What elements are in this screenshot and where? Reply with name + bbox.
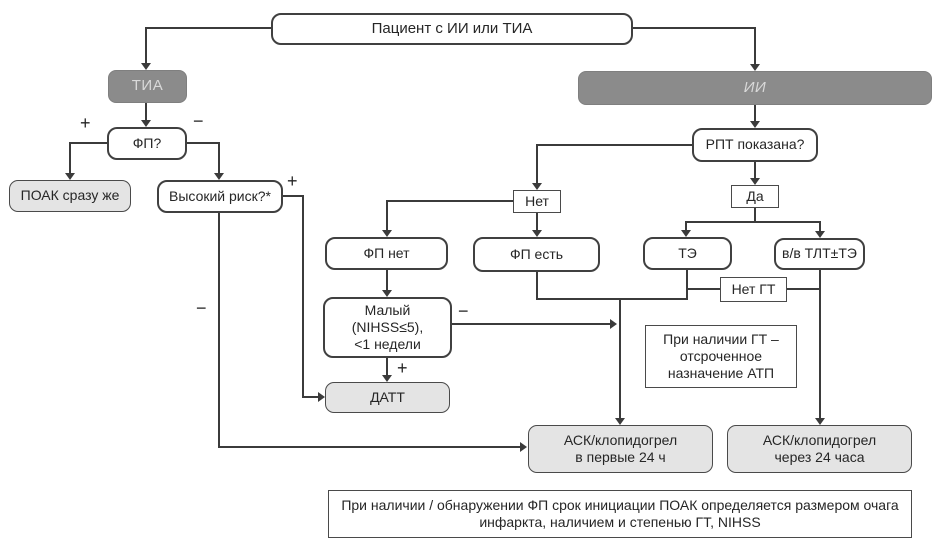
connector-fp-poak-v bbox=[69, 142, 71, 174]
connector-yes-split-h bbox=[685, 221, 821, 223]
arrow-down-tlt-icon bbox=[815, 231, 825, 238]
arrow-right-askearly-icon bbox=[520, 442, 527, 452]
connector-fpabsent-minor bbox=[386, 270, 388, 291]
connector-junction-askearly bbox=[619, 298, 621, 419]
edge-label-risk-minus: − bbox=[196, 298, 207, 318]
footnote: При наличии / обнаружении ФП срок инициа… bbox=[328, 490, 912, 538]
node-fp-question: ФП? bbox=[107, 127, 187, 160]
arrow-right-minor-minus-icon bbox=[610, 319, 617, 329]
edge-label-fp-minus: − bbox=[193, 111, 204, 131]
connector-risk-minus-h bbox=[218, 446, 522, 448]
connector-patient-tia-v bbox=[145, 27, 147, 64]
connector-yes-tlt bbox=[819, 221, 821, 232]
arrow-down-asklate-icon bbox=[815, 418, 825, 425]
arrow-down-fpabsent-icon bbox=[382, 230, 392, 237]
connector-rpt-yes bbox=[754, 161, 756, 179]
node-patient: Пациент с ИИ или ТИА bbox=[271, 13, 633, 45]
arrow-down-fp-icon bbox=[141, 120, 151, 127]
node-fp-present: ФП есть bbox=[473, 237, 600, 272]
arrow-down-rpt-icon bbox=[750, 121, 760, 128]
connector-no-fppresent bbox=[536, 212, 538, 231]
connector-te-nogt bbox=[687, 288, 721, 290]
edge-label-minor-plus: + bbox=[397, 358, 408, 378]
connector-tia-fp bbox=[145, 103, 147, 121]
connector-risk-minus-v bbox=[218, 212, 220, 448]
connector-junction-h bbox=[536, 298, 688, 300]
arrow-down-tia-icon bbox=[141, 63, 151, 70]
node-yes: Да bbox=[731, 185, 779, 208]
connector-ii-rpt bbox=[754, 105, 756, 122]
arrow-down-fppresent-icon bbox=[532, 230, 542, 237]
node-fp-absent: ФП нет bbox=[325, 237, 448, 270]
edge-label-fp-plus: + bbox=[80, 113, 91, 133]
edge-label-risk-plus: + bbox=[287, 171, 298, 191]
node-datt: ДАТТ bbox=[325, 382, 450, 413]
connector-risk-plus-h2 bbox=[302, 396, 319, 398]
arrow-down-poak-icon bbox=[65, 173, 75, 180]
connector-fp-risk-h bbox=[186, 142, 220, 144]
node-ii: ИИ bbox=[578, 71, 932, 105]
node-no: Нет bbox=[513, 190, 561, 213]
connector-rpt-no-v bbox=[536, 144, 538, 184]
connector-no-fpabsent-h bbox=[386, 200, 514, 202]
arrow-down-ii-icon bbox=[750, 64, 760, 71]
arrow-down-askearly-icon bbox=[615, 418, 625, 425]
node-no-gt: Нет ГТ bbox=[720, 277, 787, 302]
connector-fppresent-down bbox=[536, 271, 538, 300]
node-tlt: в/в ТЛТ±ТЭ bbox=[774, 238, 865, 270]
arrow-down-datt-icon bbox=[382, 375, 392, 382]
node-ask-early: АСК/клопидогрел в первые 24 ч bbox=[528, 425, 713, 473]
connector-yes-te bbox=[685, 221, 687, 231]
node-te: ТЭ bbox=[643, 237, 732, 270]
node-high-risk: Высокий риск?* bbox=[157, 180, 283, 213]
connector-patient-tia-h bbox=[145, 27, 272, 29]
node-ask-late: АСК/клопидогрел через 24 часа bbox=[727, 425, 912, 473]
arrow-down-minor-icon bbox=[382, 290, 392, 297]
connector-tlt-asklate bbox=[819, 269, 821, 419]
arrow-down-no-icon bbox=[532, 183, 542, 190]
arrow-down-risk-icon bbox=[214, 173, 224, 180]
connector-risk-plus-v bbox=[302, 195, 304, 398]
node-gt-delay: При наличии ГТ – отсроченное назначение … bbox=[645, 325, 797, 388]
connector-minor-datt bbox=[386, 357, 388, 376]
edge-label-minor-minus: − bbox=[458, 301, 469, 321]
node-minor-stroke: Малый (NIHSS≤5), <1 недели bbox=[323, 297, 452, 358]
connector-patient-ii-h bbox=[633, 27, 755, 29]
node-tia: ТИА bbox=[108, 70, 187, 103]
connector-no-fpabsent-v bbox=[386, 200, 388, 231]
arrow-down-yes-icon bbox=[750, 178, 760, 185]
arrow-down-te-icon bbox=[681, 230, 691, 237]
connector-fp-risk-v bbox=[218, 142, 220, 174]
connector-rpt-no-h bbox=[536, 144, 693, 146]
arrow-right-datt-icon bbox=[318, 392, 325, 402]
connector-patient-ii-v bbox=[754, 27, 756, 65]
connector-nogt-tlt bbox=[786, 288, 821, 290]
node-poak: ПОАК сразу же bbox=[9, 180, 131, 212]
connector-minor-minus-h bbox=[451, 323, 611, 325]
connector-fp-poak-h bbox=[69, 142, 108, 144]
connector-te-down bbox=[686, 269, 688, 300]
node-rpt-question: РПТ показана? bbox=[692, 128, 818, 162]
connector-risk-plus-h1 bbox=[282, 195, 304, 197]
connector-yes-split-v bbox=[754, 207, 756, 222]
